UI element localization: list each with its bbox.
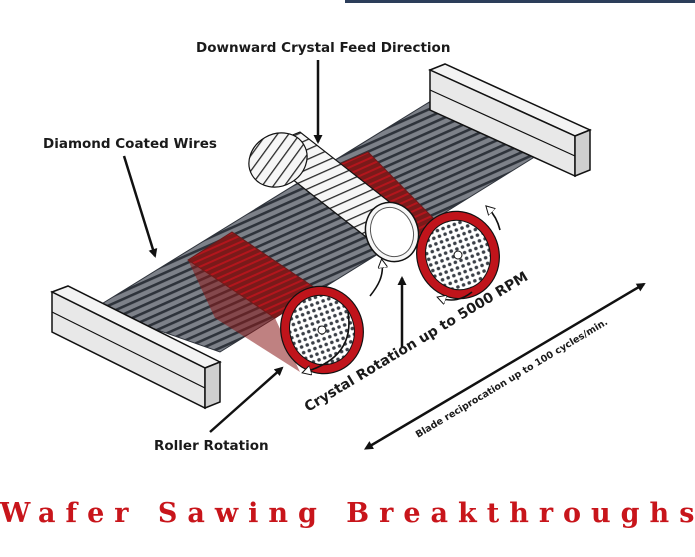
crystal-ingot [248, 131, 420, 263]
wires-label: Diamond Coated Wires [43, 136, 217, 152]
arrow-diagonal-icon [209, 366, 284, 433]
feed-direction-label: Downward Crystal Feed Direction [196, 40, 450, 56]
roller-rotation-label: Roller Rotation [154, 438, 269, 454]
back-support-bar [428, 63, 592, 178]
curved-rotation-arrow-icon [488, 208, 501, 231]
top-decor-bar [345, 0, 695, 3]
double-arrow-icon [363, 282, 646, 450]
front-roller [187, 231, 364, 375]
page-caption: Wafer Sawing Breakthroughs [0, 498, 695, 529]
front-support-bar [50, 285, 222, 410]
curved-rotation-arrow-icon [369, 262, 382, 297]
back-roller [329, 151, 500, 300]
arrow-diagonal-icon [122, 155, 158, 258]
curved-rotation-arrow-icon [305, 311, 350, 372]
